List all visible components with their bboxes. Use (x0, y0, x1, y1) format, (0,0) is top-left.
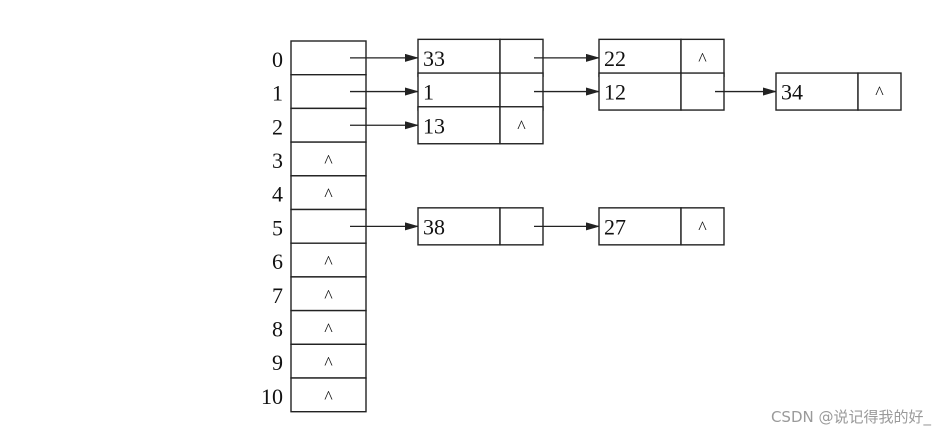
null-pointer-symbol: ^ (875, 83, 884, 103)
null-pointer-symbol: ^ (698, 49, 707, 69)
bucket-index-label: 7 (272, 283, 283, 308)
null-pointer-symbol: ^ (324, 185, 333, 205)
chain-node-value: 38 (423, 214, 445, 239)
null-pointer-symbol: ^ (324, 387, 333, 407)
chain-node-pointer-cell (680, 207, 725, 246)
chain-node-pointer-cell (680, 38, 725, 78)
chain-node-value-cell (775, 72, 859, 111)
bucket-cell (290, 141, 367, 177)
bucket-index-label: 6 (272, 249, 283, 274)
bucket-index-label: 5 (272, 215, 283, 240)
bucket-index-label: 8 (272, 316, 283, 341)
bucket-index-label: 1 (272, 81, 283, 106)
null-pointer-symbol: ^ (324, 151, 333, 171)
bucket-index-label: 3 (272, 148, 283, 173)
bucket-index-label: 9 (272, 350, 283, 375)
chain-node-value-cell (598, 38, 682, 78)
null-pointer-symbol: ^ (324, 319, 333, 339)
chain-node-value: 27 (604, 214, 626, 239)
chain-node-value: 1 (423, 80, 434, 105)
null-pointer-symbol: ^ (324, 353, 333, 373)
bucket-index-label: 2 (272, 114, 283, 139)
null-pointer-symbol: ^ (324, 252, 333, 272)
null-pointer-symbol: ^ (517, 116, 526, 136)
bucket-cell (290, 309, 367, 346)
csdn-watermark: CSDN @说记得我的好_ (770, 408, 931, 426)
chain-node-value-cell (417, 106, 501, 145)
null-pointer-symbol: ^ (324, 286, 333, 306)
chain-node-value: 34 (781, 80, 803, 105)
chain-node-value-cell (417, 38, 501, 78)
bucket-index-label: 0 (272, 47, 283, 72)
bucket-index-label: 10 (261, 384, 283, 409)
bucket-cell (290, 377, 367, 413)
bucket-cell (290, 343, 367, 379)
chain-node-value: 12 (604, 80, 626, 105)
chain-node-value: 13 (423, 113, 445, 138)
chain-node-value: 22 (604, 46, 626, 71)
chain-node-value: 33 (423, 46, 445, 71)
bucket-cell (290, 242, 367, 278)
chain-node-pointer-cell (857, 72, 902, 111)
chain-node-pointer-cell (499, 106, 544, 145)
bucket-index-label: 4 (272, 182, 283, 207)
bucket-cell (290, 175, 367, 211)
chain-node-value-cell (417, 207, 501, 246)
null-pointer-symbol: ^ (698, 217, 707, 237)
